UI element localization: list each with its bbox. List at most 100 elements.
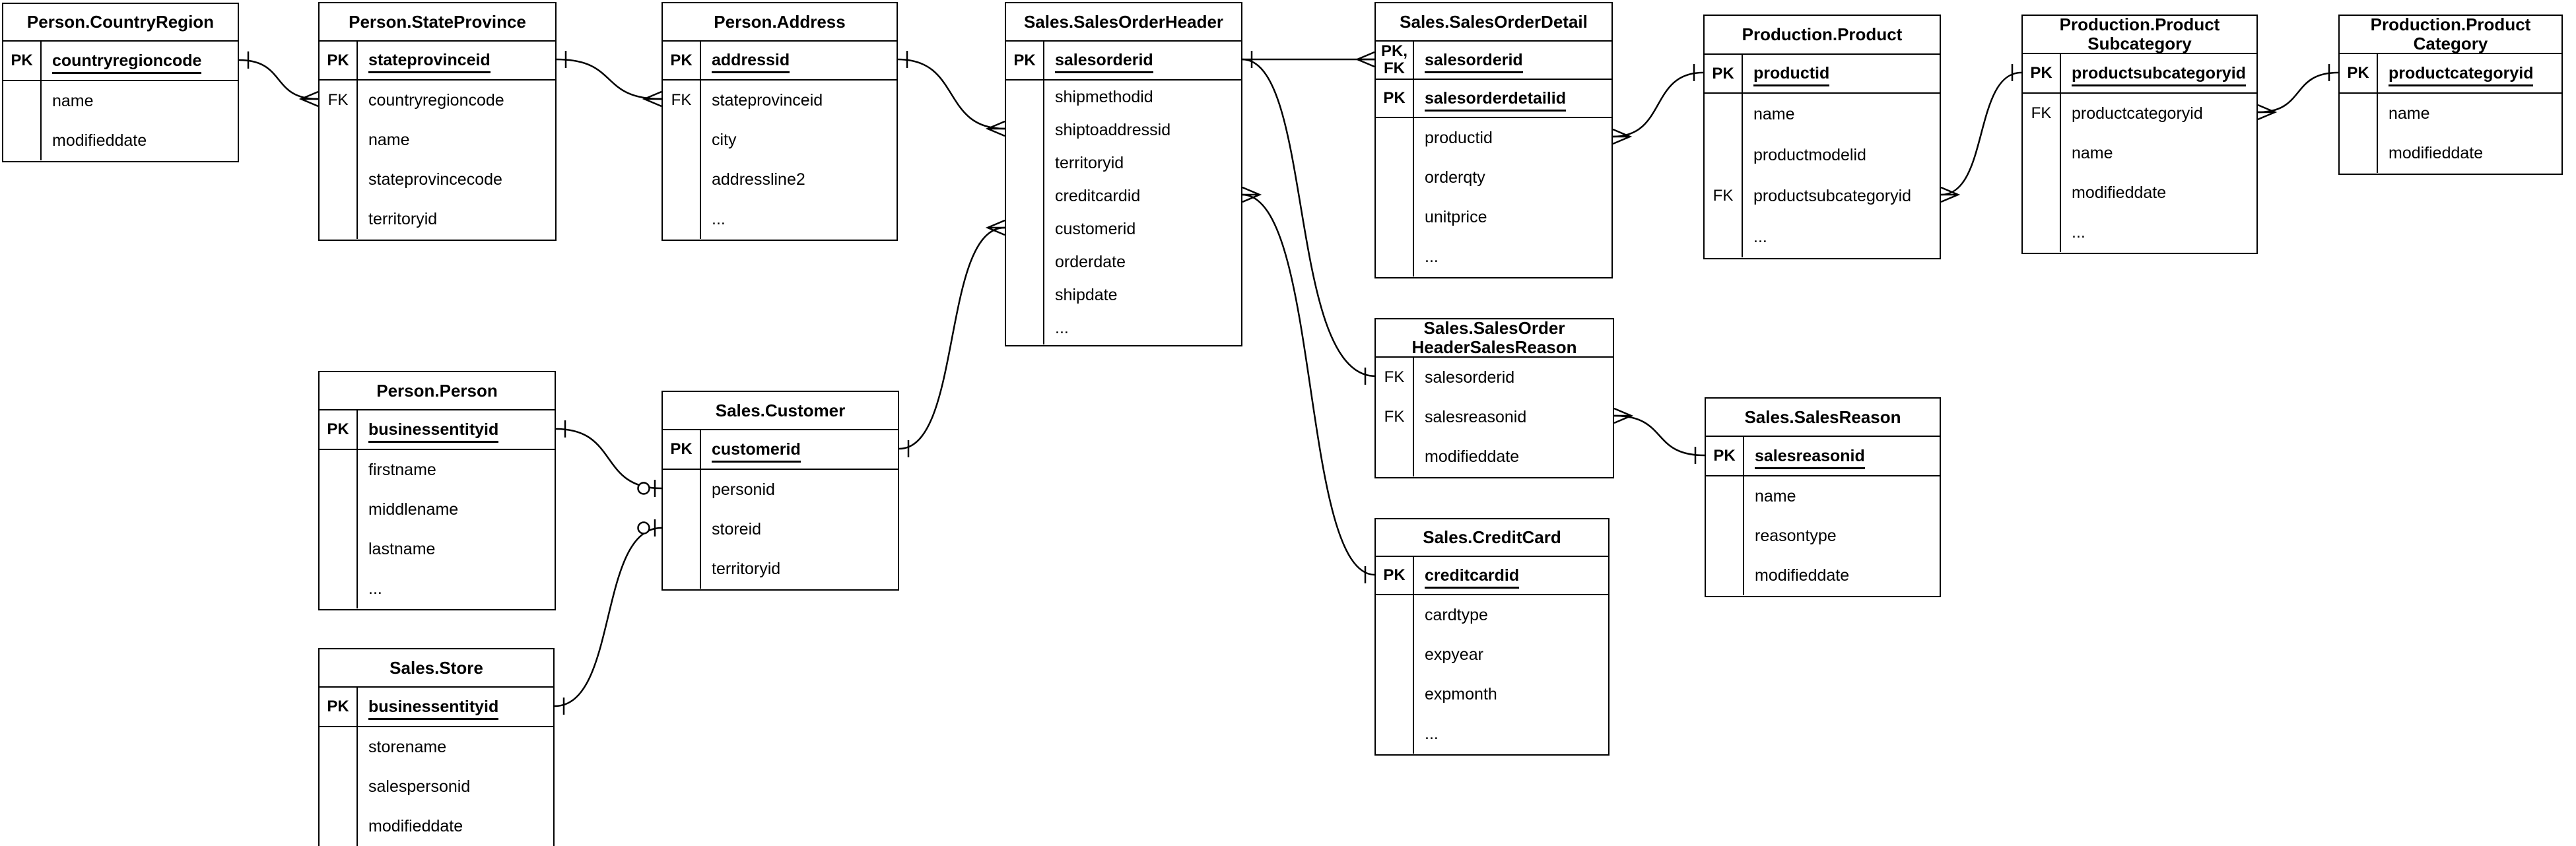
field-name: productcategoryid xyxy=(2378,63,2534,86)
field-name: middlename xyxy=(368,500,459,519)
key-label-empty xyxy=(1706,556,1744,595)
key-row-productid: PK productid xyxy=(1705,55,1940,94)
attr-row-salespersonid: salespersonid xyxy=(320,767,553,806)
pk-field-name: stateprovinceid xyxy=(368,51,491,73)
key-label: PK xyxy=(1006,42,1044,79)
key-label-empty xyxy=(1006,278,1044,311)
field-name: addressid xyxy=(701,51,790,73)
field-name: expmonth xyxy=(1425,684,1497,703)
attr-row-productid: productid xyxy=(1376,118,1611,158)
attr-row-modifieddate: modifieddate xyxy=(320,806,553,846)
key-label-empty xyxy=(1705,94,1743,135)
field-name: businessentityid xyxy=(358,697,499,720)
relationship-line xyxy=(2257,71,2339,114)
field-name: stateprovinceid xyxy=(358,51,491,73)
table-title-production-product: Production.Product xyxy=(1705,16,1940,55)
attr-row-: ... xyxy=(320,569,555,608)
key-label: PK xyxy=(1705,55,1743,92)
field-name: name xyxy=(1755,486,1796,505)
pk-field-name: salesreasonid xyxy=(1755,446,1865,469)
field-name: salesorderid xyxy=(1414,50,1523,73)
field-name: cardtype xyxy=(1425,605,1488,624)
key-label-empty xyxy=(320,450,358,490)
key-label-empty xyxy=(1376,674,1414,714)
key-label: PK xyxy=(320,410,358,449)
key-label-empty xyxy=(663,470,701,509)
table-title-person-address: Person.Address xyxy=(663,3,897,42)
attr-row-modifieddate: modifieddate xyxy=(2023,173,2256,212)
key-label-empty xyxy=(3,81,42,121)
key-label-empty xyxy=(2340,94,2378,133)
key-label: PK xyxy=(320,42,358,79)
key-label-empty xyxy=(2023,133,2061,173)
attr-row-name: name xyxy=(2023,133,2256,173)
attr-row-expmonth: expmonth xyxy=(1376,674,1608,714)
field-name: productsubcategoryid xyxy=(2061,63,2246,86)
field-name: lastname xyxy=(368,539,436,558)
field-name: city xyxy=(712,130,737,149)
field-name: salesorderid xyxy=(1044,51,1153,73)
key-label-empty xyxy=(1376,437,1414,476)
relationship-address-salesorderheader xyxy=(897,51,1005,137)
key-label-empty xyxy=(1376,237,1414,277)
field-name: ... xyxy=(368,579,382,598)
table-title-person-stateprovince: Person.StateProvince xyxy=(320,3,555,42)
table-title-production-productsubcategory: Production.Product Subcategory xyxy=(2023,15,2256,54)
field-name: name xyxy=(2389,104,2430,123)
attr-row-: ... xyxy=(1006,311,1241,344)
field-name: storename xyxy=(368,737,447,756)
attr-row-: ... xyxy=(1376,714,1608,754)
relationship-line xyxy=(897,58,1005,130)
field-name: name xyxy=(368,130,410,149)
field-name: modifieddate xyxy=(2072,183,2167,202)
key-label-empty xyxy=(3,121,42,160)
crows-foot-many-marker xyxy=(1242,186,1262,203)
key-label-empty xyxy=(1376,714,1414,754)
relationship-line xyxy=(554,527,662,707)
pk-field-name: productid xyxy=(1753,64,1830,86)
key-label-empty xyxy=(320,569,358,608)
key-label: FK xyxy=(1376,397,1414,437)
attr-row-shiptoaddressid: shiptoaddressid xyxy=(1006,114,1241,146)
key-label-empty xyxy=(1006,245,1044,278)
field-name: customerid xyxy=(701,439,801,463)
attr-row-storeid: storeid xyxy=(663,509,898,549)
crows-foot-many-marker xyxy=(1355,51,1375,68)
table-title-sales-store: Sales.Store xyxy=(320,649,553,688)
key-label: FK xyxy=(1705,176,1743,216)
key-label-empty xyxy=(1006,212,1044,245)
attr-row-creditcardid: creditcardid xyxy=(1006,179,1241,212)
key-label-empty xyxy=(663,160,701,199)
relationship-line xyxy=(555,428,662,490)
field-name: productcategoryid xyxy=(2072,104,2203,123)
key-label-empty xyxy=(2023,173,2061,212)
attr-row-name: name xyxy=(320,120,555,160)
zero-circle-marker xyxy=(637,521,650,535)
pk-field-name: countryregioncode xyxy=(52,51,202,74)
relationship-line xyxy=(1613,414,1705,457)
relationship-product-salesorderdetail xyxy=(1612,64,1704,145)
key-label-empty xyxy=(1006,311,1044,344)
field-name: shipdate xyxy=(1055,285,1118,304)
key-label: PK xyxy=(1376,557,1414,594)
field-name: ... xyxy=(1425,247,1439,266)
crows-foot-many-marker xyxy=(1612,128,1633,145)
relationship-line xyxy=(1940,71,2022,196)
attr-row-modifieddate: modifieddate xyxy=(1706,556,1940,595)
pk-field-name: salesorderdetailid xyxy=(1425,88,1566,112)
attr-row-: ... xyxy=(1376,237,1611,277)
key-label-empty xyxy=(1376,158,1414,197)
field-name: unitprice xyxy=(1425,207,1487,226)
attr-row-: ... xyxy=(2023,212,2256,252)
